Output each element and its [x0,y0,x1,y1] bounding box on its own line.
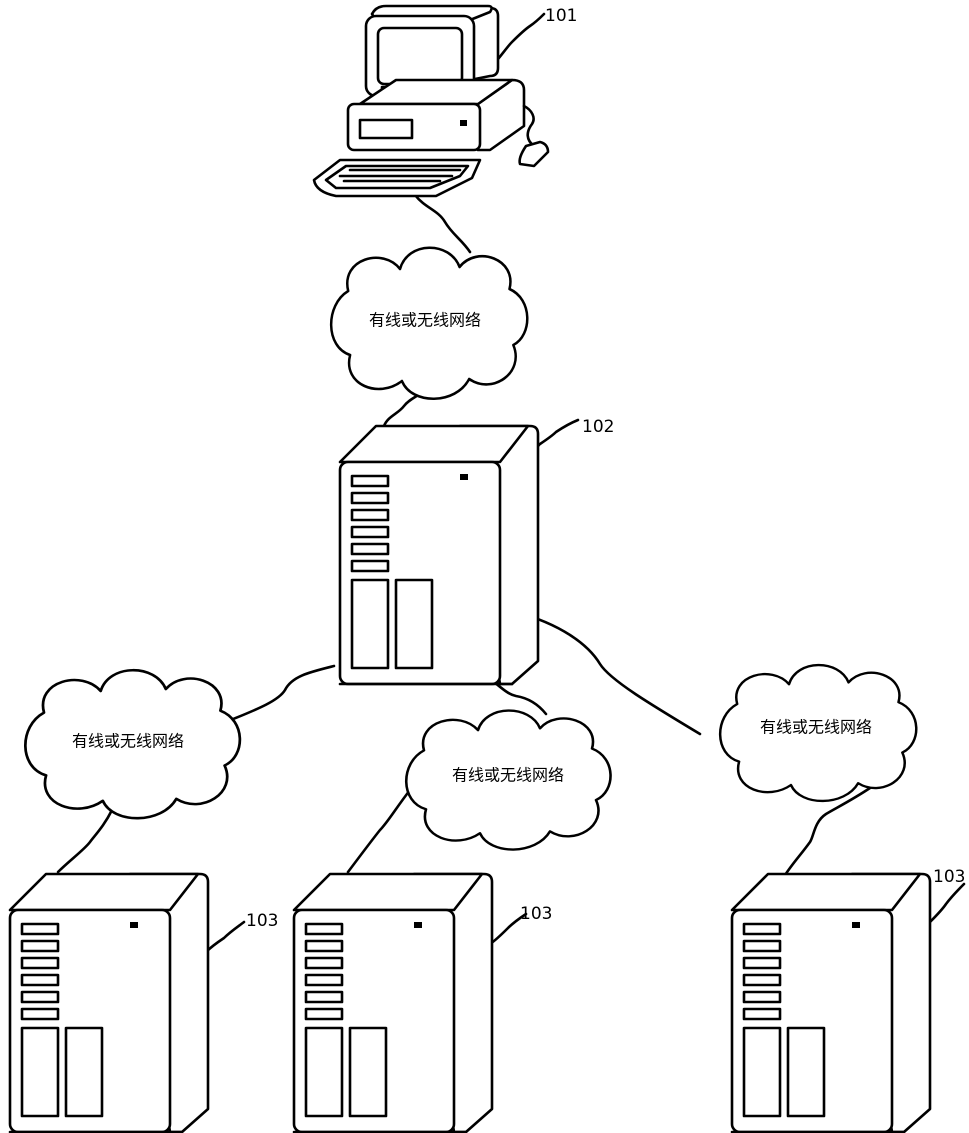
sub-server-left-icon [10,874,208,1132]
label-103-middle: 103 [520,904,552,924]
label-103-left: 103 [246,911,278,931]
sub-server-right-icon [732,874,930,1132]
terminal-computer-icon [314,6,548,196]
network-label-middle: 有线或无线网络 [452,766,564,785]
cable-terminal-to-cloud [415,195,470,252]
cable-left-cloud-to-server [58,810,112,872]
network-label-top: 有线或无线网络 [369,311,481,330]
label-103-right: 103 [933,867,965,887]
network-label-right: 有线或无线网络 [760,718,872,737]
cable-main-to-right-cloud [516,612,700,734]
cable-main-to-left-cloud [226,666,334,722]
label-101: 101 [545,6,577,26]
label-102: 102 [582,417,614,437]
network-label-left: 有线或无线网络 [72,732,184,751]
sub-server-middle-icon [294,874,492,1132]
main-server-icon [340,426,538,684]
cable-middle-cloud-to-server [348,790,410,872]
